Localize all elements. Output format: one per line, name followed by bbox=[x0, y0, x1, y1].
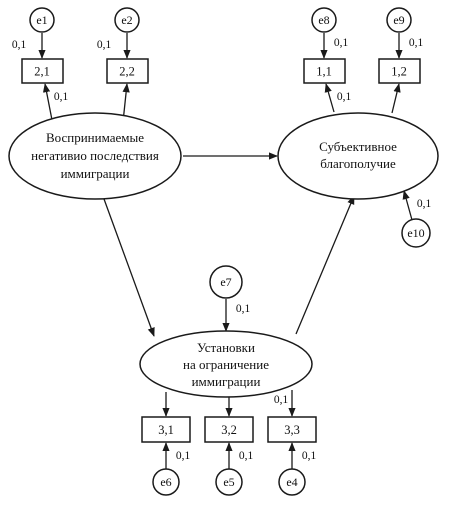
error-e2: e2 bbox=[114, 7, 140, 33]
error-e10: e10 bbox=[401, 218, 431, 248]
indicator-3-2: 3,2 bbox=[204, 416, 254, 443]
edges bbox=[38, 33, 413, 469]
weight-e4: 0,1 bbox=[302, 450, 317, 462]
error-e9-label: e9 bbox=[393, 13, 404, 27]
weight-e7: 0,1 bbox=[236, 303, 251, 315]
edge-e10-to-wellbeing bbox=[402, 190, 413, 221]
error-e5-label: e5 bbox=[223, 475, 234, 489]
edge-perceived-to-2-1 bbox=[42, 83, 53, 121]
indicator-3-3-label: 3,3 bbox=[284, 423, 300, 437]
error-e7: e7 bbox=[209, 265, 243, 299]
error-e2-label: e2 bbox=[121, 13, 132, 27]
indicator-1-1: 1,1 bbox=[303, 58, 346, 84]
weight-e1: 0,1 bbox=[12, 39, 27, 51]
weight-indicator-3-3: 0,1 bbox=[274, 394, 289, 406]
weight-indicator-2-1: 0,1 bbox=[54, 91, 69, 103]
indicator-2-2: 2,2 bbox=[106, 58, 149, 84]
latent-attitudes-line-3: иммиграции bbox=[192, 374, 261, 389]
latent-wellbeing-line-2: благополучие bbox=[320, 156, 396, 171]
indicators: 2,1 2,2 1,1 1,2 3,1 3,2 3,3 bbox=[21, 58, 421, 443]
latent-attitudes-line-1: Установки bbox=[197, 340, 255, 355]
indicator-2-2-label: 2,2 bbox=[119, 65, 135, 79]
indicator-1-2-label: 1,2 bbox=[391, 65, 407, 79]
latent-perceived-consequences: Воспринимаемые негативио последствия имм… bbox=[8, 112, 182, 200]
error-e6-label: e6 bbox=[160, 475, 171, 489]
error-terms: e1 e2 e8 e9 e10 e7 e6 e5 bbox=[29, 7, 431, 496]
weight-e2: 0,1 bbox=[97, 39, 112, 51]
error-e10-label: e10 bbox=[407, 226, 424, 240]
latent-perceived-line-1: Воспринимаемые bbox=[46, 130, 144, 145]
latent-perceived-line-3: иммиграции bbox=[61, 166, 130, 181]
weight-e10: 0,1 bbox=[417, 198, 432, 210]
weight-e8: 0,1 bbox=[334, 37, 349, 49]
weight-indicator-1-1: 0,1 bbox=[337, 91, 352, 103]
indicator-3-3: 3,3 bbox=[267, 416, 317, 443]
error-e1: e1 bbox=[29, 7, 55, 33]
error-e9: e9 bbox=[386, 7, 412, 33]
latent-perceived-line-2: негативио последствия bbox=[31, 148, 159, 163]
error-e1-label: e1 bbox=[36, 13, 47, 27]
edge-wellbeing-to-1-1 bbox=[324, 83, 335, 113]
indicator-2-1-label: 2,1 bbox=[34, 65, 50, 79]
latent-subjective-wellbeing: Субъективное благополучие bbox=[277, 112, 439, 200]
error-e7-label: e7 bbox=[220, 275, 231, 289]
indicator-3-2-label: 3,2 bbox=[221, 423, 237, 437]
error-e8: e8 bbox=[311, 7, 337, 33]
edge-wellbeing-to-1-2 bbox=[391, 83, 401, 114]
latent-restriction-attitudes: Установки на ограничение иммиграции bbox=[139, 330, 313, 398]
error-e5: e5 bbox=[215, 468, 243, 496]
edge-attitudes-to-wellbeing bbox=[295, 195, 355, 335]
error-e4: e4 bbox=[278, 468, 306, 496]
indicator-3-1-label: 3,1 bbox=[158, 423, 174, 437]
weight-e9: 0,1 bbox=[409, 37, 424, 49]
error-e8-label: e8 bbox=[318, 13, 329, 27]
weights: 0,1 0,1 0,1 0,1 0,1 0,1 0,1 0,1 0,1 0,1 … bbox=[12, 37, 432, 462]
error-e4-label: e4 bbox=[286, 475, 297, 489]
edge-perceived-to-attitudes bbox=[103, 198, 155, 337]
indicator-2-1: 2,1 bbox=[21, 58, 64, 84]
weight-e5: 0,1 bbox=[239, 450, 254, 462]
weight-e6: 0,1 bbox=[176, 450, 191, 462]
indicator-3-1: 3,1 bbox=[141, 416, 191, 443]
latent-attitudes-line-2: на ограничение bbox=[183, 357, 269, 372]
indicator-1-1-label: 1,1 bbox=[316, 65, 332, 79]
error-e6: e6 bbox=[152, 468, 180, 496]
indicator-1-2: 1,2 bbox=[378, 58, 421, 84]
latent-wellbeing-line-1: Субъективное bbox=[319, 139, 397, 154]
